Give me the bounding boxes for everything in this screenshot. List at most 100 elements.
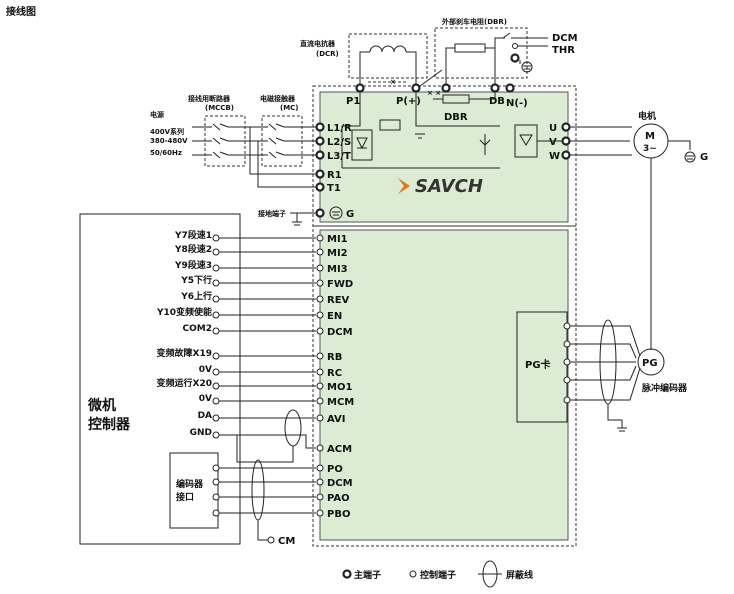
signal-label: GND <box>190 428 212 438</box>
pg-card-terminals <box>563 322 571 404</box>
mccb-label: 接线用断路器 <box>188 94 231 103</box>
pg-card-label: PG卡 <box>525 358 551 371</box>
terminal-l3 <box>315 150 325 160</box>
terminal-ground <box>315 208 325 218</box>
legend-control-terminal-icon <box>409 570 417 578</box>
terminal-label: RB <box>327 352 342 363</box>
motor-ground-icon <box>684 151 696 163</box>
dcr-coil-icon <box>359 45 417 62</box>
brand-logo-icon <box>398 178 410 194</box>
terminal-label: MI1 <box>327 234 348 245</box>
dcm-top-label: DCM <box>552 33 578 44</box>
label-p1: P1 <box>346 96 360 107</box>
ground-icon <box>521 61 533 73</box>
shield-cable-avi-icon <box>284 409 302 447</box>
dbr-external-label: 外部刹车电阻(DBR) <box>442 17 507 26</box>
terminal-p1 <box>355 83 365 93</box>
terminal-db <box>490 83 500 93</box>
power-spec-3: 50/60Hz <box>150 149 182 157</box>
terminal-r1 <box>315 169 325 179</box>
signal-label: 变频运行X20 <box>157 377 212 389</box>
label-l1: L1/R <box>327 123 352 134</box>
control-terminal-labels: MI1 MI2 MI3 FWD REV EN DCM RB RC MO1 MCM… <box>327 234 354 520</box>
mc-label: 电磁接触器 <box>260 94 296 103</box>
control-terminals <box>316 234 324 517</box>
mc-abbr: (MC) <box>280 104 299 112</box>
terminal-w <box>561 150 571 160</box>
micro-label-2: 控制器 <box>88 416 131 433</box>
svg-text:×: × <box>390 78 396 86</box>
terminal-label: FWD <box>327 279 353 290</box>
motor-m: M <box>645 131 655 142</box>
label-db: DB <box>489 96 505 107</box>
terminal-label: PAO <box>327 493 350 504</box>
encoder-label: 脉冲编码器 <box>641 382 688 394</box>
charge-relay-icon <box>379 119 401 131</box>
dbr-external-box <box>434 27 528 79</box>
signal-label: Y8段速2 <box>174 243 212 255</box>
terminal-label: MI2 <box>327 248 348 259</box>
terminal-label: PBO <box>327 509 350 520</box>
left-terminals <box>212 234 220 517</box>
terminal-label: EN <box>327 311 342 322</box>
ground-terminal-label: 接地端子 <box>258 209 286 218</box>
signal-label: Y10变频使能 <box>156 306 212 318</box>
power-spec-2: 380-480V <box>150 137 188 145</box>
signal-label: Y7段速1 <box>174 229 212 241</box>
signal-label: Y5下行 <box>180 274 212 286</box>
terminal-u <box>561 122 571 132</box>
legend-main: 主端子 <box>354 569 381 581</box>
pg-label: PG <box>642 358 658 369</box>
label-l2: L2/S <box>327 137 351 148</box>
signal-label: 0V <box>199 365 212 375</box>
signal-label: 0V <box>199 394 212 404</box>
pg-card-box <box>516 311 568 423</box>
legend-control: 控制端子 <box>420 569 456 581</box>
mccb-abbr: (MCCB) <box>205 104 234 112</box>
label-g: G <box>346 209 354 220</box>
terminal-nminus <box>505 83 515 93</box>
label-l3: L3/T <box>327 151 351 162</box>
signal-label: COM2 <box>183 324 212 334</box>
terminal-cm <box>267 536 275 544</box>
terminal-pplus <box>411 83 421 93</box>
terminal-label: RC <box>327 368 342 379</box>
brand-name: SAVCH <box>415 176 483 197</box>
motor-3phase: 3~ <box>643 144 657 154</box>
power-spec-1: 400V系列 <box>150 127 184 136</box>
label-pplus: P(+) <box>396 96 421 107</box>
terminal-v <box>561 136 571 146</box>
ground-symbol-icon <box>329 206 343 220</box>
control-wires <box>218 237 316 514</box>
micro-label-1: 微机 <box>87 397 116 414</box>
terminal-label: PO <box>327 464 343 475</box>
terminal-label: MCM <box>327 397 354 408</box>
label-nminus: N(-) <box>506 98 528 109</box>
left-signal-labels: Y7段速1 Y8段速2 Y9段速3 Y5下行 Y6上行 Y10变频使能 COM2… <box>156 229 212 438</box>
motor-label: 电机 <box>638 110 656 122</box>
encoder-if-label-2: 接口 <box>176 491 194 503</box>
terminal-l2 <box>315 136 325 146</box>
rectifier-icon <box>351 129 373 161</box>
label-u: U <box>549 123 557 134</box>
signal-label: Y9段速3 <box>174 259 212 271</box>
terminal-label: AVI <box>327 414 346 425</box>
dcr-abbr: (DCR) <box>316 50 339 58</box>
svg-text:× ×: × × <box>427 89 441 97</box>
terminal-label: ACM <box>327 444 352 455</box>
label-v: V <box>549 137 557 148</box>
label-motor-g: G <box>700 152 708 163</box>
terminal-l1 <box>315 122 325 132</box>
three-phase-lines <box>192 126 316 156</box>
label-cm: CM <box>278 536 295 547</box>
signal-label: Y6上行 <box>180 290 212 302</box>
encoder-if-label-1: 编码器 <box>176 478 204 490</box>
diagram-title: 接线图 <box>6 5 36 18</box>
thermal-switch-icon <box>502 32 511 39</box>
thr-label: THR <box>552 45 575 56</box>
capacitor-icon <box>415 133 425 139</box>
legend-shield: 屏蔽线 <box>506 569 533 581</box>
power-label: 电源 <box>150 110 164 119</box>
signal-label: DA <box>198 411 212 421</box>
terminal-t1 <box>315 182 325 192</box>
